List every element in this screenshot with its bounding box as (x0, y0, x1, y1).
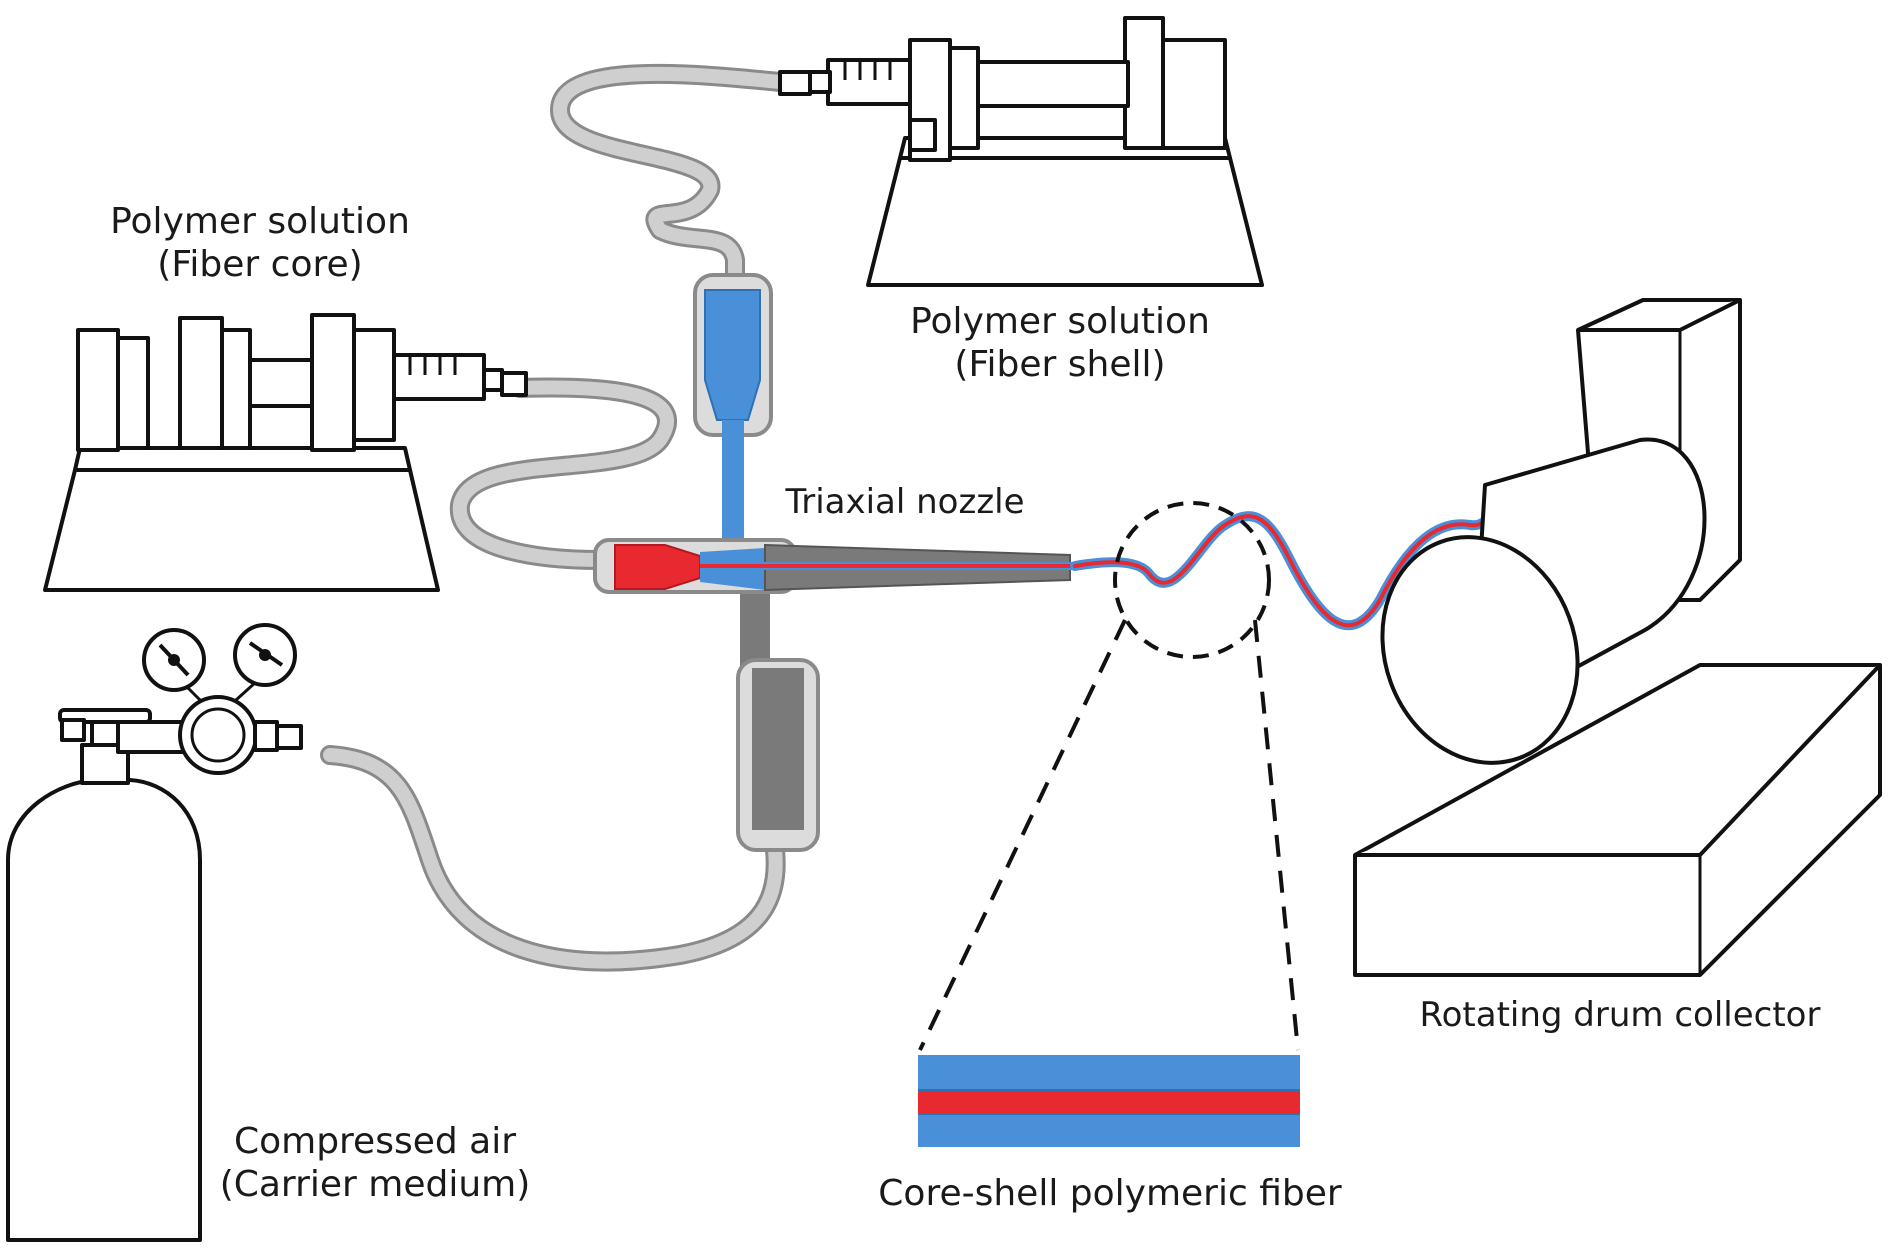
core-pump-label-line2: (Fiber core) (157, 244, 363, 286)
air-label-line1: Compressed air (233, 1121, 517, 1162)
air-label: Compressed air (Carrier medium) (195, 1120, 555, 1206)
fiber-label: Core-shell polymeric fiber (878, 1173, 1342, 1214)
shell-pump-label: Polymer solution (Fiber shell) (860, 300, 1260, 386)
pressure-regulator-icon (116, 623, 303, 775)
zoom-indicator (918, 501, 1300, 1051)
core-pump-label-line1: Polymer solution (110, 201, 410, 242)
triaxial-nozzle-icon (593, 538, 1080, 594)
shell-syringe-pump-icon (778, 16, 1264, 287)
rotating-drum-icon (1353, 298, 1882, 977)
emitted-fiber (1070, 507, 1497, 631)
collector-label: Rotating drum collector (1419, 995, 1821, 1035)
core-feed-tube (449, 377, 677, 570)
shell-feed-tube (550, 63, 790, 290)
shell-pump-label-line2: (Fiber shell) (954, 344, 1166, 386)
shell-pump-label-line1: Polymer solution (910, 301, 1210, 342)
air-feed-tube (320, 745, 786, 972)
core-syringe-pump-icon (43, 313, 528, 592)
nozzle-label: Triaxial nozzle (785, 482, 1025, 522)
core-pump-label: Polymer solution (Fiber core) (60, 200, 460, 286)
shell-inlet-connector-icon (693, 273, 773, 560)
gas-cylinder-icon (6, 708, 202, 1242)
fiber-cross-section (918, 1055, 1300, 1147)
air-label-line2: (Carrier medium) (219, 1164, 531, 1206)
air-inlet-connector-icon (736, 580, 820, 852)
